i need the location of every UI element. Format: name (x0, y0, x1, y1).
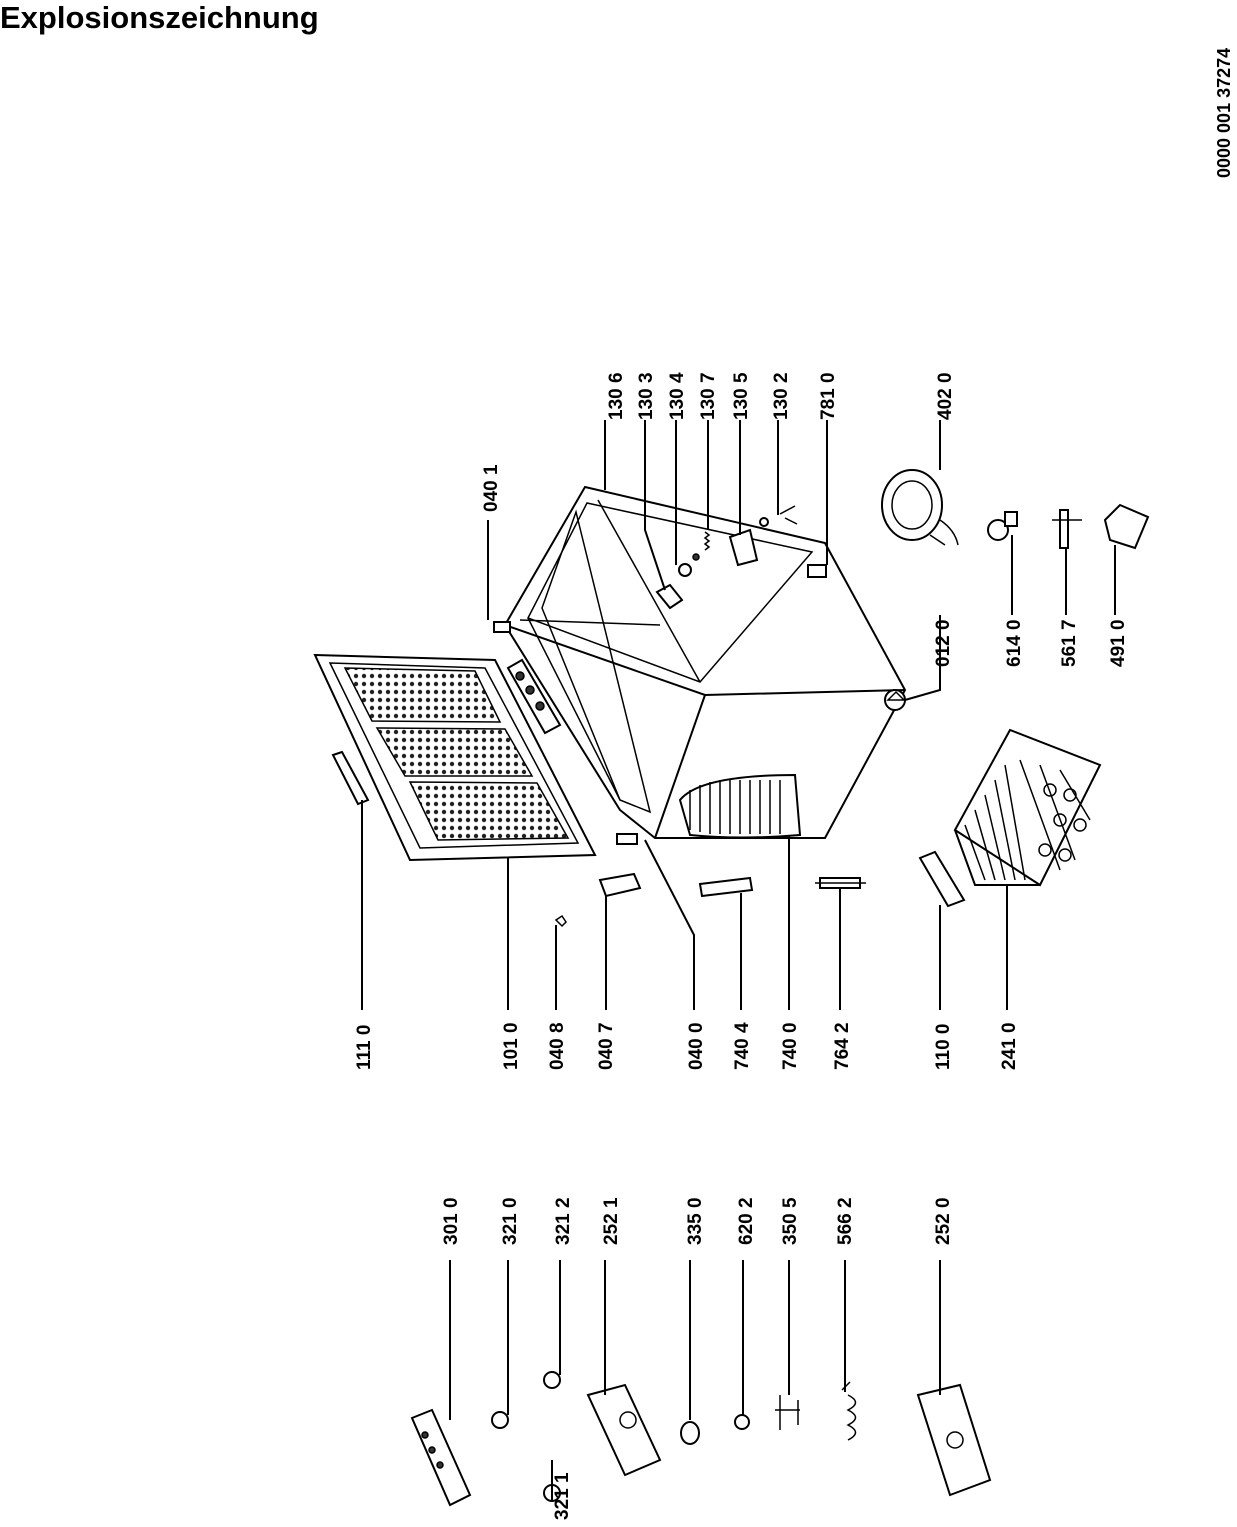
part-label-p3350: 335 0 (685, 1197, 706, 1245)
part-label-p4020: 402 0 (935, 372, 956, 420)
lamp (678, 553, 700, 577)
part-label-p3010: 301 0 (441, 1197, 462, 1245)
spring (703, 531, 711, 551)
part-label-p0407: 040 7 (596, 1022, 617, 1070)
gasket-strip (918, 850, 966, 908)
knob-c (543, 1371, 561, 1389)
part-label-p2521: 252 1 (601, 1197, 622, 1245)
part-label-p3211: 321 1 (552, 1472, 573, 1520)
part-label-p5617: 561 7 (1059, 619, 1080, 667)
knob-part (680, 1421, 700, 1445)
part-label-p3212: 321 2 (553, 1197, 574, 1245)
hinge-right (493, 621, 511, 633)
part-label-p0120: 012 0 (933, 619, 954, 667)
part-label-p0400: 040 0 (686, 1022, 707, 1070)
part-label-p1306: 130 6 (606, 372, 627, 420)
part-label-p0408: 040 8 (547, 1022, 568, 1070)
cover-part (1103, 503, 1150, 550)
hinge-left (616, 833, 638, 845)
lamp-holder (655, 583, 684, 610)
condenser-coil (678, 773, 802, 839)
part-label-p1305: 130 5 (731, 372, 752, 420)
compressor (881, 469, 959, 546)
part-label-p1010: 101 0 (501, 1022, 522, 1070)
page-title: Explosionszeichnung (0, 0, 319, 35)
wire-part (775, 1395, 800, 1430)
part-label-p6140: 614 0 (1004, 619, 1025, 667)
part-label-p7404: 740 4 (732, 1022, 753, 1070)
part-label-p7400: 740 0 (780, 1022, 801, 1070)
part-label-p1302: 130 2 (771, 372, 792, 420)
part-label-p7810: 781 0 (818, 372, 839, 420)
handle-part (331, 750, 370, 806)
part-label-p1100: 110 0 (933, 1024, 954, 1071)
part-label-p1307: 130 7 (698, 372, 719, 420)
leader-line-p0120 (904, 615, 941, 701)
clip-part (1052, 509, 1082, 549)
part-label-p1110: 111 0 (354, 1025, 375, 1070)
thermostat-part (916, 1383, 992, 1497)
part-label-p1304: 130 4 (667, 372, 688, 420)
part-label-p5662: 566 2 (835, 1197, 856, 1245)
switch-housing (728, 528, 759, 567)
pushbutton (759, 505, 798, 527)
lid (313, 653, 597, 862)
thermostat-housing (586, 1383, 662, 1477)
knob-b (491, 1411, 509, 1429)
part-label-p6202: 620 2 (736, 1197, 757, 1245)
hinge-bracket (698, 876, 754, 898)
part-label-p3210: 321 0 (500, 1197, 521, 1245)
control-panel-part (410, 1408, 472, 1507)
control-panel (506, 658, 562, 735)
foot-part (884, 689, 906, 711)
relay-part (987, 511, 1018, 541)
leader-line-p1303 (644, 420, 666, 591)
part-label-p2520: 252 0 (933, 1197, 954, 1245)
basket (953, 728, 1102, 887)
part-label-p1303: 130 3 (636, 372, 657, 420)
part-label-p2410: 241 0 (999, 1022, 1020, 1070)
clip-small (554, 914, 567, 928)
hinge-part (598, 872, 642, 898)
part-label-p3505: 350 5 (780, 1197, 801, 1245)
part-label-p0401: 040 1 (481, 464, 502, 512)
wall-plate (807, 564, 827, 578)
leader-line-p0400 (644, 839, 695, 1010)
part-label-p7642: 764 2 (832, 1022, 853, 1070)
part-label-p4910: 491 0 (1108, 619, 1129, 667)
